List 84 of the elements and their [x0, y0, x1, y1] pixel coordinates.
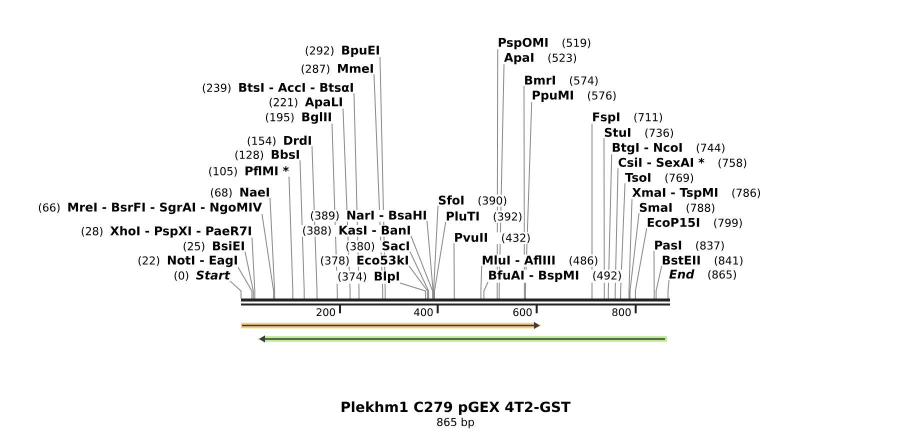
caption: 865 bp	[437, 418, 474, 428]
leader-line	[238, 266, 252, 299]
site-label: BtgI - NcoI (744)	[612, 143, 724, 154]
site-label: StuI (736)	[604, 128, 673, 138]
leader-line	[374, 74, 384, 299]
site-label: TsoI (769)	[625, 173, 694, 184]
tick-label: 800	[612, 308, 631, 316]
site-label: CsiI - SexAI * (758)	[618, 158, 746, 168]
leader-line	[628, 198, 632, 299]
site-label: PspOMI (519)	[498, 38, 590, 50]
site-label: XmaI - TspMI (786)	[632, 188, 760, 200]
tick-label: 600	[513, 308, 532, 316]
site-label: BstEII (841)	[662, 256, 742, 266]
sequence-bar	[241, 298, 670, 306]
site-label: (374) BlpI	[338, 271, 399, 283]
leader-line	[262, 214, 274, 299]
site-label: BmrI (574)	[525, 76, 598, 86]
tick-label: 400	[414, 308, 433, 316]
site-label: (0) Start	[174, 270, 230, 281]
site-label: MluI - AflIII (486)	[482, 255, 598, 266]
leader-line	[498, 64, 504, 299]
leader-line	[270, 197, 276, 299]
site-label: (28) XhoI - PspXI - PaeR7I	[82, 226, 251, 238]
leader-line	[230, 280, 242, 299]
site-label: (292) BpuEI	[306, 46, 379, 57]
site-label: SmaI (788)	[640, 202, 714, 214]
site-label: BfuAI - BspMI (492)	[489, 270, 621, 282]
site-label: PpuMI (576)	[532, 90, 616, 102]
site-label: (22) NotI - EagI	[138, 256, 237, 268]
leader-line	[630, 212, 640, 299]
leader-line	[400, 282, 426, 299]
leader-line	[410, 251, 430, 299]
site-label: (66) MreI - BsrFI - SgrAI - NgoMIV	[38, 202, 262, 214]
leader-line	[496, 48, 498, 299]
leader-line	[604, 138, 605, 299]
site-label: PasI (837)	[655, 240, 724, 251]
site-label: SfoI (390)	[438, 195, 506, 206]
leader-line	[614, 168, 618, 299]
site-label: ApaI (523)	[504, 53, 576, 64]
site-label: (378) Eco53kI	[321, 255, 408, 266]
site-label: (380) SacI	[346, 241, 409, 252]
site-label: End (865)	[669, 269, 736, 280]
site-label: (128) BbsI	[235, 150, 299, 160]
tick-label: 200	[316, 308, 336, 316]
site-label: (221) ApaLI	[270, 97, 342, 109]
leader-line	[483, 282, 488, 299]
leader-line	[524, 85, 525, 299]
leader-line	[654, 250, 655, 299]
title: Plekhm1 C279 pGEX 4T2-GST	[342, 401, 570, 415]
site-label: (154) DrdI	[248, 136, 311, 146]
leader-line	[312, 146, 318, 299]
leader-line	[608, 154, 612, 299]
leader-line	[434, 221, 446, 299]
site-label: (25) BsiEI	[184, 241, 244, 252]
site-label: (105) PflMI *	[209, 166, 289, 177]
leader-line	[454, 242, 455, 299]
leader-line	[300, 160, 305, 299]
site-label: (195) BglII	[266, 112, 331, 124]
leader-line	[634, 228, 648, 299]
site-label: PluTI (392)	[446, 211, 522, 222]
leader-line	[408, 265, 428, 299]
leader-line	[332, 123, 338, 299]
leader-line	[480, 265, 482, 299]
site-label: PvuII (432)	[455, 233, 530, 244]
site-label: (389) NarI - BsaHI	[310, 210, 426, 221]
site-label: EcoP15I (799)	[648, 218, 742, 228]
site-label: (239) BtsI - AccI - BtsαI	[202, 83, 353, 94]
leader-line	[433, 205, 438, 299]
leader-line	[244, 251, 254, 299]
leader-line	[354, 92, 360, 299]
leader-line	[252, 237, 256, 299]
leader-line	[288, 176, 294, 299]
leader-line	[410, 235, 434, 299]
leader-line	[524, 102, 532, 299]
leader-line	[656, 265, 662, 299]
leader-line	[380, 56, 386, 299]
site-label: (68) NaeI	[210, 188, 269, 198]
site-label: FspI (711)	[593, 112, 662, 124]
leader-line	[342, 108, 351, 299]
site-label: (287) MmeI	[302, 64, 373, 74]
site-label: (388) KasI - BanI	[303, 226, 410, 236]
leader-line	[668, 279, 670, 299]
leader-line	[426, 220, 434, 299]
leader-line	[620, 182, 626, 299]
